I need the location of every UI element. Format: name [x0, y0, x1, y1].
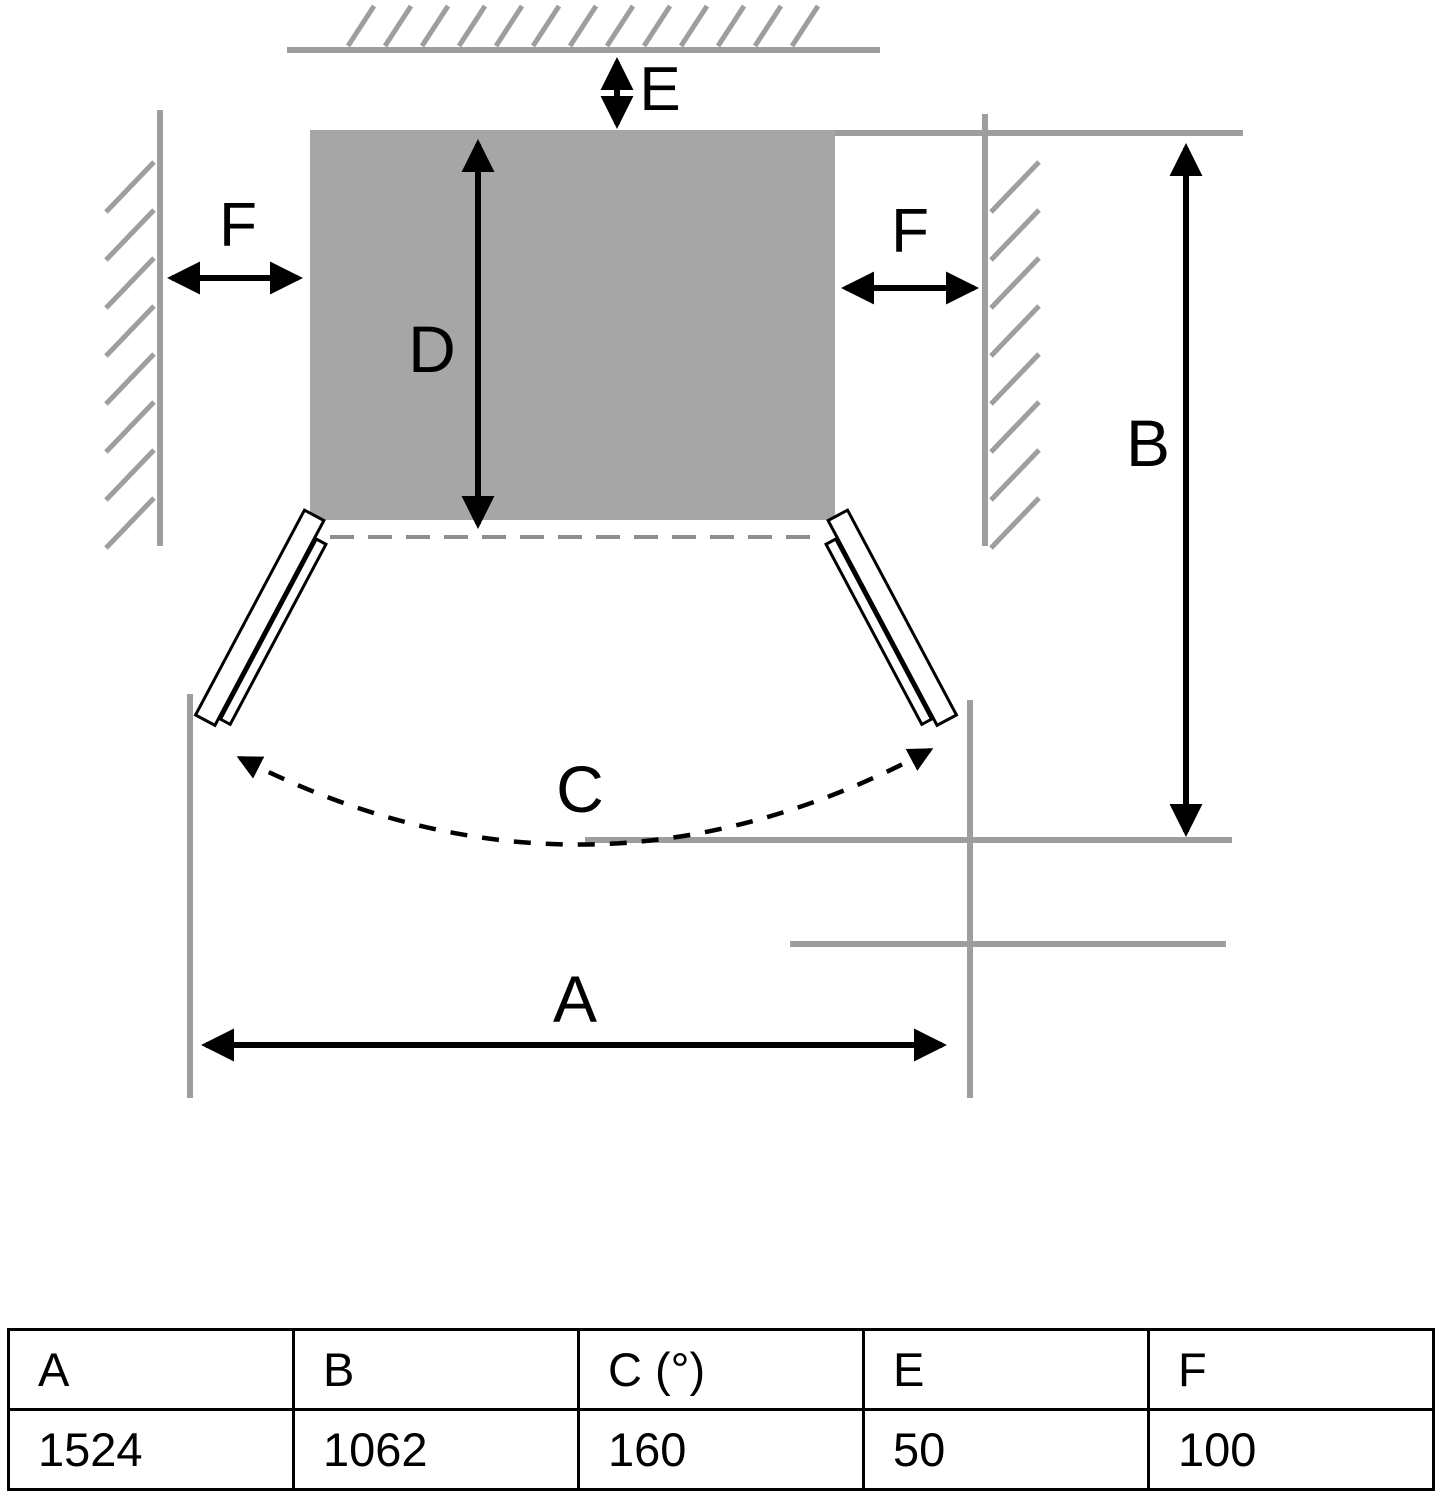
hatch-line: [104, 160, 156, 214]
hatch-line: [493, 4, 525, 48]
hatch-line: [104, 208, 156, 262]
hatch-line: [989, 352, 1041, 406]
dimensions-table: A B C (°) E F 1524 1062 160 50 100: [7, 1328, 1435, 1491]
table-value-A: 1524: [7, 1408, 295, 1491]
table-header-F: F: [1147, 1328, 1435, 1411]
hatch-line: [989, 496, 1041, 550]
right-door-edge: [824, 537, 934, 727]
table-value-C: 160: [577, 1408, 865, 1491]
hatch-line: [530, 4, 562, 48]
hatch-line: [104, 496, 156, 550]
dimension-C-arc: [236, 748, 934, 847]
dimension-D-label: D: [408, 312, 456, 386]
dimension-E-label: E: [639, 55, 680, 124]
left-door: [193, 508, 328, 728]
hatch-line: [104, 448, 156, 502]
dimension-B: B: [1126, 143, 1203, 837]
hatch-line: [989, 160, 1041, 214]
hatch-line: [419, 4, 451, 48]
table-header-E: E: [862, 1328, 1150, 1411]
dimension-E: E: [600, 55, 681, 129]
right-door-slab: [826, 508, 959, 728]
table-value-B: 1062: [292, 1408, 580, 1491]
hatch-line: [989, 256, 1041, 310]
dimension-F-right: F: [841, 197, 979, 305]
dimension-F-left-label: F: [219, 191, 257, 260]
left-door-edge: [218, 537, 328, 727]
hatch-line: [678, 4, 710, 48]
left-wall-hatching: [104, 160, 156, 550]
hatch-line: [989, 304, 1041, 358]
right-door: [824, 508, 959, 728]
table-header-A: A: [7, 1328, 295, 1411]
dimension-A-label: A: [553, 962, 597, 1036]
hatch-line: [345, 4, 377, 48]
hatch-line: [104, 352, 156, 406]
right-wall-hatching: [989, 160, 1041, 550]
dimension-C-label: C: [556, 752, 604, 826]
dimension-A: A: [201, 962, 947, 1062]
hatch-line: [382, 4, 414, 48]
appliance-body: [310, 130, 835, 520]
dimension-B-label: B: [1126, 406, 1170, 480]
installation-clearance-diagram: E F F D B C A: [104, 4, 1243, 1098]
table-value-F: 100: [1147, 1408, 1435, 1491]
table-values-row: 1524 1062 160 50 100: [7, 1408, 1435, 1491]
left-door-slab: [193, 508, 326, 728]
left-wall: [104, 110, 163, 550]
hatch-line: [989, 448, 1041, 502]
hatch-line: [567, 4, 599, 48]
hatch-line: [752, 4, 784, 48]
hatch-line: [989, 208, 1041, 262]
dimension-F-left: F: [167, 191, 303, 295]
hatch-line: [989, 400, 1041, 454]
hatch-line: [104, 256, 156, 310]
hatch-line: [641, 4, 673, 48]
table-header-row: A B C (°) E F: [7, 1328, 1435, 1411]
table-header-B: B: [292, 1328, 580, 1411]
table-value-E: 50: [862, 1408, 1150, 1491]
hatch-line: [604, 4, 636, 48]
dimension-C: C: [236, 748, 934, 847]
rear-wall-hatching: [345, 4, 821, 48]
rear-wall: [287, 4, 880, 53]
hatch-line: [456, 4, 488, 48]
hatch-line: [715, 4, 747, 48]
hatch-line: [104, 400, 156, 454]
hatch-line: [104, 304, 156, 358]
right-wall: [982, 114, 1041, 550]
dimension-F-right-label: F: [891, 197, 929, 266]
hatch-line: [789, 4, 821, 48]
table-header-C: C (°): [577, 1328, 865, 1411]
dimension-D: D: [408, 139, 495, 529]
